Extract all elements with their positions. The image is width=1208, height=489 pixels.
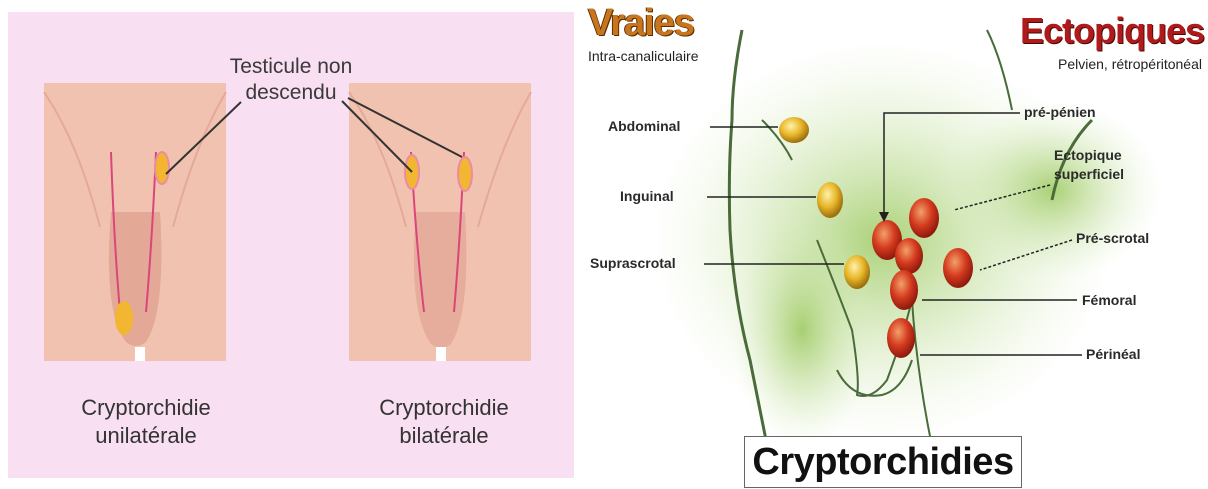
label-inguinal: Inguinal: [620, 188, 674, 204]
caption-unilateral-line-2: unilatérale: [36, 422, 256, 450]
unilateral-gap: [135, 347, 145, 361]
undescended-testis-callout: Testicule non descendu: [216, 54, 366, 107]
label-perineal: Périnéal: [1086, 346, 1140, 362]
caption-unilateral: Cryptorchidie unilatérale: [36, 394, 256, 449]
bilateral-body: [349, 83, 531, 361]
label-pre-scrotal: Pré-scrotal: [1076, 230, 1149, 246]
testis-suprascrotal: [844, 255, 870, 289]
heading-vraies: Vraies: [588, 2, 694, 45]
bilateral-gap: [436, 347, 446, 361]
unilateral-undescended-testis: [155, 152, 169, 184]
diagram-title: Cryptorchidies: [744, 436, 1022, 488]
testis-pre-penien-2: [895, 238, 923, 274]
testis-inguinal: [817, 182, 843, 218]
label-ectopique-superficiel: Ectopique superficiel: [1054, 146, 1124, 184]
caption-bilateral-line-1: Cryptorchidie: [334, 394, 554, 422]
callout-line-1: Testicule non: [216, 54, 366, 80]
unilateral-body: [44, 83, 226, 361]
unilateral-descended-testis: [115, 301, 133, 335]
caption-bilateral: Cryptorchidie bilatérale: [334, 394, 554, 449]
testis-femoral: [890, 270, 918, 310]
testis-pre-scrotal: [943, 248, 973, 288]
label-suprascrotal: Suprascrotal: [590, 255, 676, 271]
subheading-pelvien: Pelvien, rétropéritonéal: [1058, 56, 1202, 72]
subheading-intra-canaliculaire: Intra-canaliculaire: [588, 48, 699, 64]
green-shading-right: [942, 100, 1162, 280]
label-ectopique-line-1: Ectopique: [1054, 146, 1124, 165]
label-ectopique-line-2: superficiel: [1054, 165, 1124, 184]
testis-abdominal: [779, 117, 809, 143]
caption-bilateral-line-2: bilatérale: [334, 422, 554, 450]
label-abdominal: Abdominal: [608, 118, 680, 134]
label-pre-penien: pré-pénien: [1024, 104, 1096, 120]
testis-perineal: [887, 318, 915, 358]
testis-ectopique-superficiel: [909, 198, 939, 238]
caption-unilateral-line-1: Cryptorchidie: [36, 394, 256, 422]
right-diagram-panel: Vraies Intra-canaliculaire Ectopiques Pe…: [582, 0, 1208, 489]
heading-ectopiques: Ectopiques: [1020, 10, 1204, 52]
left-diagram-panel: Testicule non descendu Cryptorchidie uni…: [8, 12, 574, 478]
callout-line-2: descendu: [216, 80, 366, 106]
label-femoral: Fémoral: [1082, 292, 1136, 308]
bilateral-undescended-testis-right: [458, 157, 472, 191]
